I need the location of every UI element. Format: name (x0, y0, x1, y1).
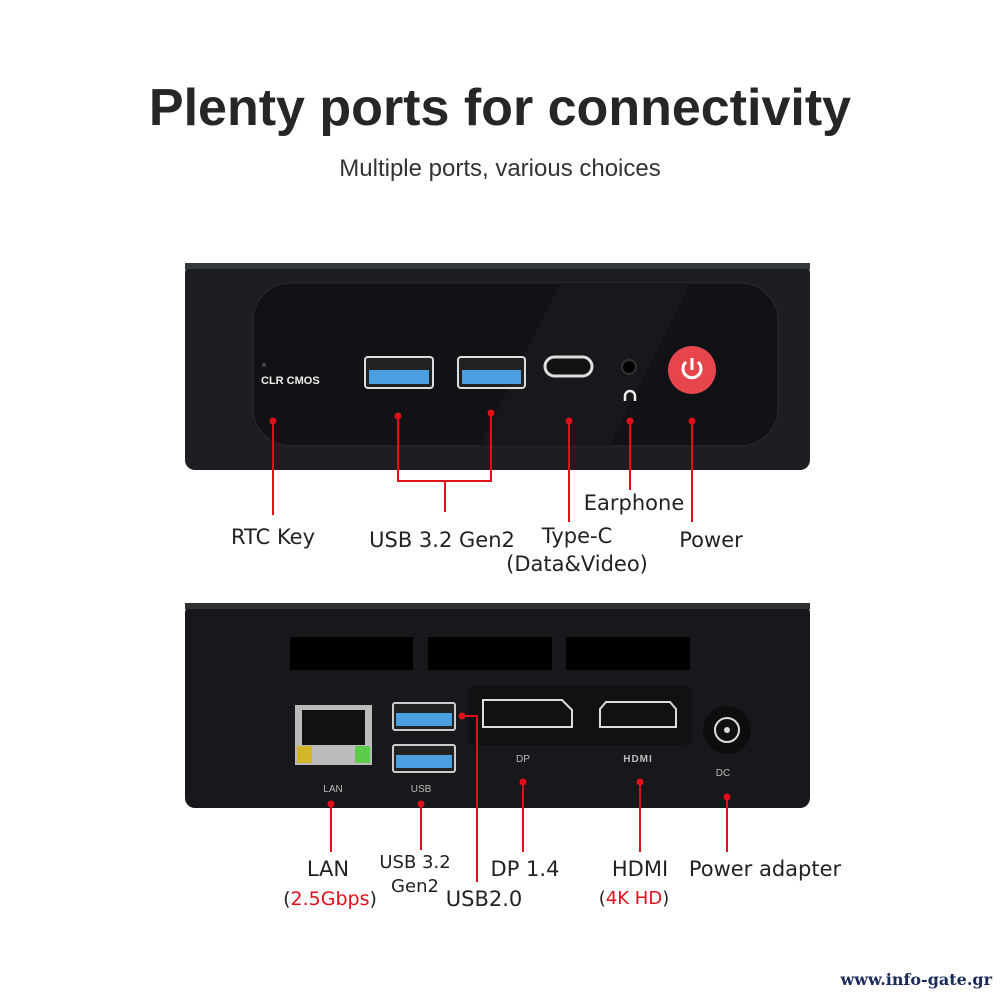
hdmi-sub-label: (4K HD) (598, 888, 670, 909)
hdmi-4k: 4K HD (605, 888, 663, 909)
back-device (185, 603, 810, 808)
type-c-label: Type-C (541, 524, 613, 548)
type-c-port-icon (543, 355, 594, 378)
power-adapter-label: Power adapter (688, 857, 842, 881)
dc-port-text: DC (715, 768, 731, 779)
usb32-back-label-1: USB 3.2 (379, 852, 451, 873)
hdmi-port-icon (599, 701, 677, 728)
lan-label: LAN (306, 857, 350, 881)
lan-speed-label: (2.5Gbps) (283, 888, 377, 910)
front-device (185, 263, 810, 470)
usb32-back-label-2: Gen2 (391, 876, 439, 897)
vent-icon (566, 637, 690, 670)
usb-port-icon (457, 356, 526, 389)
front-callout-lines (272, 413, 693, 522)
clr-cmos-text: CLR CMOS (261, 375, 320, 387)
page-subtitle: Multiple ports, various choices (339, 155, 661, 182)
earphone-label: Earphone (583, 491, 685, 515)
lan-port-text: LAN (323, 784, 343, 795)
vent-icon (290, 637, 413, 670)
hdmi-logo-text: HDMI (623, 754, 653, 765)
earphone-jack-icon (621, 359, 637, 375)
usb-port-icon (392, 744, 456, 773)
page-title: Plenty ports for connectivity (148, 79, 852, 137)
dp-port-text: DP (516, 754, 530, 765)
displayport-icon (482, 699, 573, 728)
usb20-label: USB2.0 (445, 887, 523, 911)
lan-port-icon (295, 705, 372, 765)
back-callout-lines (330, 715, 728, 882)
dp-label: DP 1.4 (490, 857, 560, 881)
usb-port-icon (364, 356, 434, 389)
headset-icon (623, 389, 637, 401)
lan-speed: 2.5Gbps (290, 888, 370, 910)
watermark: www.info-gate.gr (840, 970, 993, 989)
type-c-sub-label: (Data&Video) (506, 552, 648, 576)
power-label: Power (679, 528, 743, 552)
usb32-label: USB 3.2 Gen2 (369, 528, 515, 552)
usb-port-icon (392, 702, 456, 731)
usb-port-text: USB (410, 784, 432, 795)
vent-icon (428, 637, 552, 670)
hdmi-label: HDMI (611, 857, 669, 881)
rtc-key-label: RTC Key (230, 525, 316, 549)
